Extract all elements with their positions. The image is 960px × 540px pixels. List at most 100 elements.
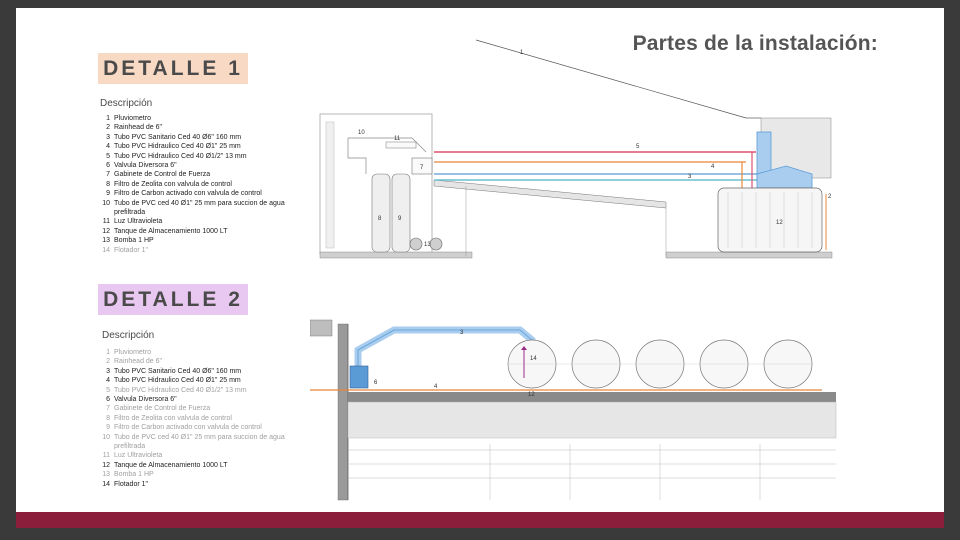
- item-text: Filtro de Carbon activado con valvula de…: [114, 424, 262, 432]
- list-item: 9 Filtro de Carbon activado con valvula d…: [100, 189, 299, 198]
- item-text: Filtro de Zeolita con valvula de control: [114, 414, 232, 422]
- list-item: 7 Gabinete de Control de Fuerza: [100, 404, 299, 413]
- item-text: Tubo PVC Sanitario Ced 40 Ø6" 160 mm: [114, 367, 242, 375]
- detail-1-drawing: 1 2 3 4 5 7 8 9 10 11 12 13: [319, 39, 833, 259]
- list-item: 7 Gabinete de Control de Fuerza: [100, 170, 299, 179]
- item-number: 4: [106, 377, 110, 385]
- item-number: 9: [106, 424, 110, 432]
- item-text: Bomba 1 HP: [114, 237, 154, 245]
- item-number: 14: [102, 246, 110, 254]
- item-text: Gabinete de Control de Fuerza: [114, 405, 211, 413]
- list-item: 11 Luz Ultravioleta: [100, 451, 299, 460]
- item-text: Rainhead de 6": [114, 358, 163, 366]
- item-number: 3: [106, 133, 110, 141]
- item-number: 8: [106, 414, 110, 422]
- item-text: Tanque de Almacenamiento 1000 LT: [114, 461, 228, 469]
- item-text: Filtro de Carbon activado con valvula de…: [114, 190, 262, 198]
- slide: Partes de la instalación: DETALLE 1 Desc…: [16, 8, 944, 528]
- detail-2-tag: DETALLE 2: [98, 284, 248, 315]
- detail-2-description-title: Descripción: [102, 330, 155, 341]
- item-number: 7: [106, 171, 110, 179]
- item-number: 14: [102, 480, 110, 488]
- drawing-label-11: 11: [394, 136, 401, 142]
- item-number: 7: [106, 405, 110, 413]
- item-number: 1: [106, 349, 110, 356]
- drawing-label-9: 9: [398, 216, 402, 222]
- list-item: 5 Tubo PVC Hidraulico Ced 40 Ø1/2" 13 mm: [100, 152, 299, 161]
- list-item: 2 Rainhead de 6": [100, 357, 299, 366]
- drawing-label-3: 3: [460, 330, 464, 336]
- item-text: Filtro de Zeolita con valvula de control: [114, 180, 232, 188]
- drawing-label-3: 3: [688, 174, 692, 180]
- drawing-label-1: 1: [520, 50, 524, 56]
- drawing-label-12: 12: [776, 220, 783, 226]
- item-number: 2: [106, 124, 110, 132]
- item-number: 12: [102, 227, 110, 235]
- item-number: 13: [102, 237, 110, 245]
- list-item: 13 Bomba 1 HP: [100, 236, 299, 245]
- item-number: 8: [106, 180, 110, 188]
- item-text: Tubo PVC Sanitario Ced 40 Ø6" 160 mm: [114, 133, 242, 141]
- detail-1-parts-list: 1 Pluviometro 2 Rainhead de 6" 3 Tubo PVC San…: [100, 114, 299, 255]
- drawing-label-4: 4: [711, 164, 715, 170]
- item-text: Gabinete de Control de Fuerza: [114, 171, 211, 179]
- list-item: 14 Flotador 1": [100, 480, 299, 489]
- drawing-label-4: 4: [434, 384, 438, 390]
- list-item: 12 Tanque de Almacenamiento 1000 LT: [100, 461, 299, 470]
- drawing-label-8: 8: [378, 216, 382, 222]
- item-number: 3: [106, 367, 110, 375]
- item-text: Tanque de Almacenamiento 1000 LT: [114, 227, 228, 235]
- drawing-label-13: 13: [424, 242, 431, 248]
- item-text: Rainhead de 6": [114, 124, 163, 132]
- drawing-label-7: 7: [420, 165, 424, 171]
- item-number: 5: [106, 386, 110, 394]
- list-item: 5 Tubo PVC Hidraulico Ced 40 Ø1/2" 13 mm: [100, 386, 299, 395]
- drawing-label-2: 2: [828, 194, 832, 200]
- detail-1-tag: DETALLE 1: [98, 53, 248, 84]
- detail-2-drawing: 3 4 6 12 14: [310, 319, 837, 501]
- item-number: 2: [106, 358, 110, 366]
- page-title: Partes de la instalación:: [632, 32, 878, 55]
- item-number: 5: [106, 152, 110, 160]
- item-text: Tubo PVC Hidraulico Ced 40 Ø1/2" 13 mm: [114, 152, 247, 160]
- drawing-label-10: 10: [358, 130, 365, 136]
- list-item: 3 Tubo PVC Sanitario Ced 40 Ø6" 160 mm: [100, 133, 299, 142]
- item-text: Flotador 1": [114, 246, 149, 254]
- item-text: Tubo PVC Hidraulico Ced 40 Ø1/2" 13 mm: [114, 386, 247, 394]
- item-number: 4: [106, 143, 110, 151]
- list-item: 4 Tubo PVC Hidraulico Ced 40 Ø1" 25 mm: [100, 142, 299, 151]
- item-number: 9: [106, 190, 110, 198]
- list-item: 8 Filtro de Zeolita con valvula de contro…: [100, 180, 299, 189]
- list-item: 1 Pluviometro: [100, 114, 299, 123]
- detail-1-description-title: Descripción: [100, 98, 153, 109]
- item-text: Tubo de PVC ced 40 Ø1" 25 mm para succio…: [114, 433, 285, 451]
- list-item: 12 Tanque de Almacenamiento 1000 LT: [100, 227, 299, 236]
- item-number: 6: [106, 162, 110, 170]
- item-text: Tubo de PVC ced 40 Ø1" 25 mm para succio…: [114, 199, 285, 217]
- list-item: 8 Filtro de Zeolita con valvula de contro…: [100, 414, 299, 423]
- item-number: 12: [102, 461, 110, 469]
- footer-bar: [16, 512, 944, 528]
- drawing-label-5: 5: [636, 144, 640, 150]
- item-number: 11: [102, 452, 110, 460]
- list-item: 3 Tubo PVC Sanitario Ced 40 Ø6" 160 mm: [100, 367, 299, 376]
- item-text: Flotador 1": [114, 480, 149, 488]
- drawing-label-12: 12: [528, 392, 535, 398]
- item-text: Pluviometro: [114, 115, 151, 122]
- item-text: Luz Ultravioleta: [114, 452, 163, 460]
- drawing-label-6: 6: [374, 380, 378, 386]
- item-number: 11: [102, 218, 110, 226]
- item-number: 1: [106, 115, 110, 122]
- item-number: 13: [102, 471, 110, 479]
- item-text: Tubo PVC Hidraulico Ced 40 Ø1" 25 mm: [114, 143, 241, 151]
- list-item: 14 Flotador 1": [100, 246, 299, 255]
- list-item: 9 Filtro de Carbon activado con valvula d…: [100, 423, 299, 432]
